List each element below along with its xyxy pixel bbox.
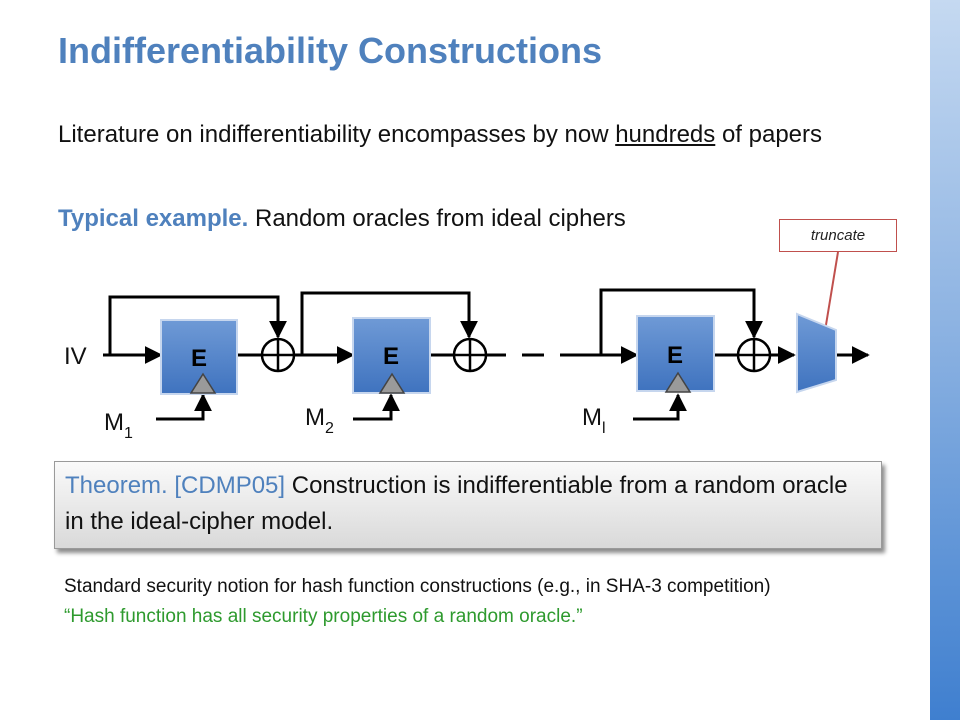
intro-underlined-text: hundreds [615,121,716,148]
message-label-3: Ml [582,404,606,437]
theorem-label: Theorem. [65,472,168,499]
cipher-block-1: E [160,319,238,395]
sidebar-accent-bar [930,0,960,720]
example-line: Typical example. Random oracles from ide… [58,205,626,233]
intro-paragraph: Literature on indifferentiability encomp… [58,118,898,152]
message-label-2: M2 [305,404,334,437]
cipher-label-3: E [667,342,683,369]
cipher-block-2: E [352,317,431,394]
quote-note: “Hash function has all security properti… [64,606,583,627]
truncate-label: truncate [810,227,866,244]
xor-node-2 [452,337,488,373]
intro-text: Literature on indifferentiability encomp… [58,121,616,148]
iv-label: IV [64,343,87,370]
notes-block: Standard security notion for hash functi… [64,572,904,632]
truncate-shape [796,312,837,394]
construction-diagram: E E E IV M1 M2 Ml [64,251,870,442]
cipher-block-3: E [636,315,715,393]
example-label: Typical example. [58,205,249,232]
xor-node-3 [736,337,772,373]
standard-note: Standard security notion for hash functi… [64,576,771,597]
message-label-1: M1 [104,409,133,442]
slide-title: Indifferentiability Constructions [58,30,603,71]
truncate-callout: truncate [779,219,897,252]
cipher-label-1: E [191,345,207,372]
example-text: Random oracles from ideal ciphers [248,205,626,232]
cipher-label-2: E [383,343,399,370]
xor-node-1 [260,337,296,373]
theorem-box: Theorem. [CDMP05] Construction is indiff… [54,461,882,549]
theorem-citation: [CDMP05] [167,472,286,499]
theorem-text: Construction is indifferentiable from a … [65,472,848,535]
intro-tail-text: of papers [715,121,823,148]
